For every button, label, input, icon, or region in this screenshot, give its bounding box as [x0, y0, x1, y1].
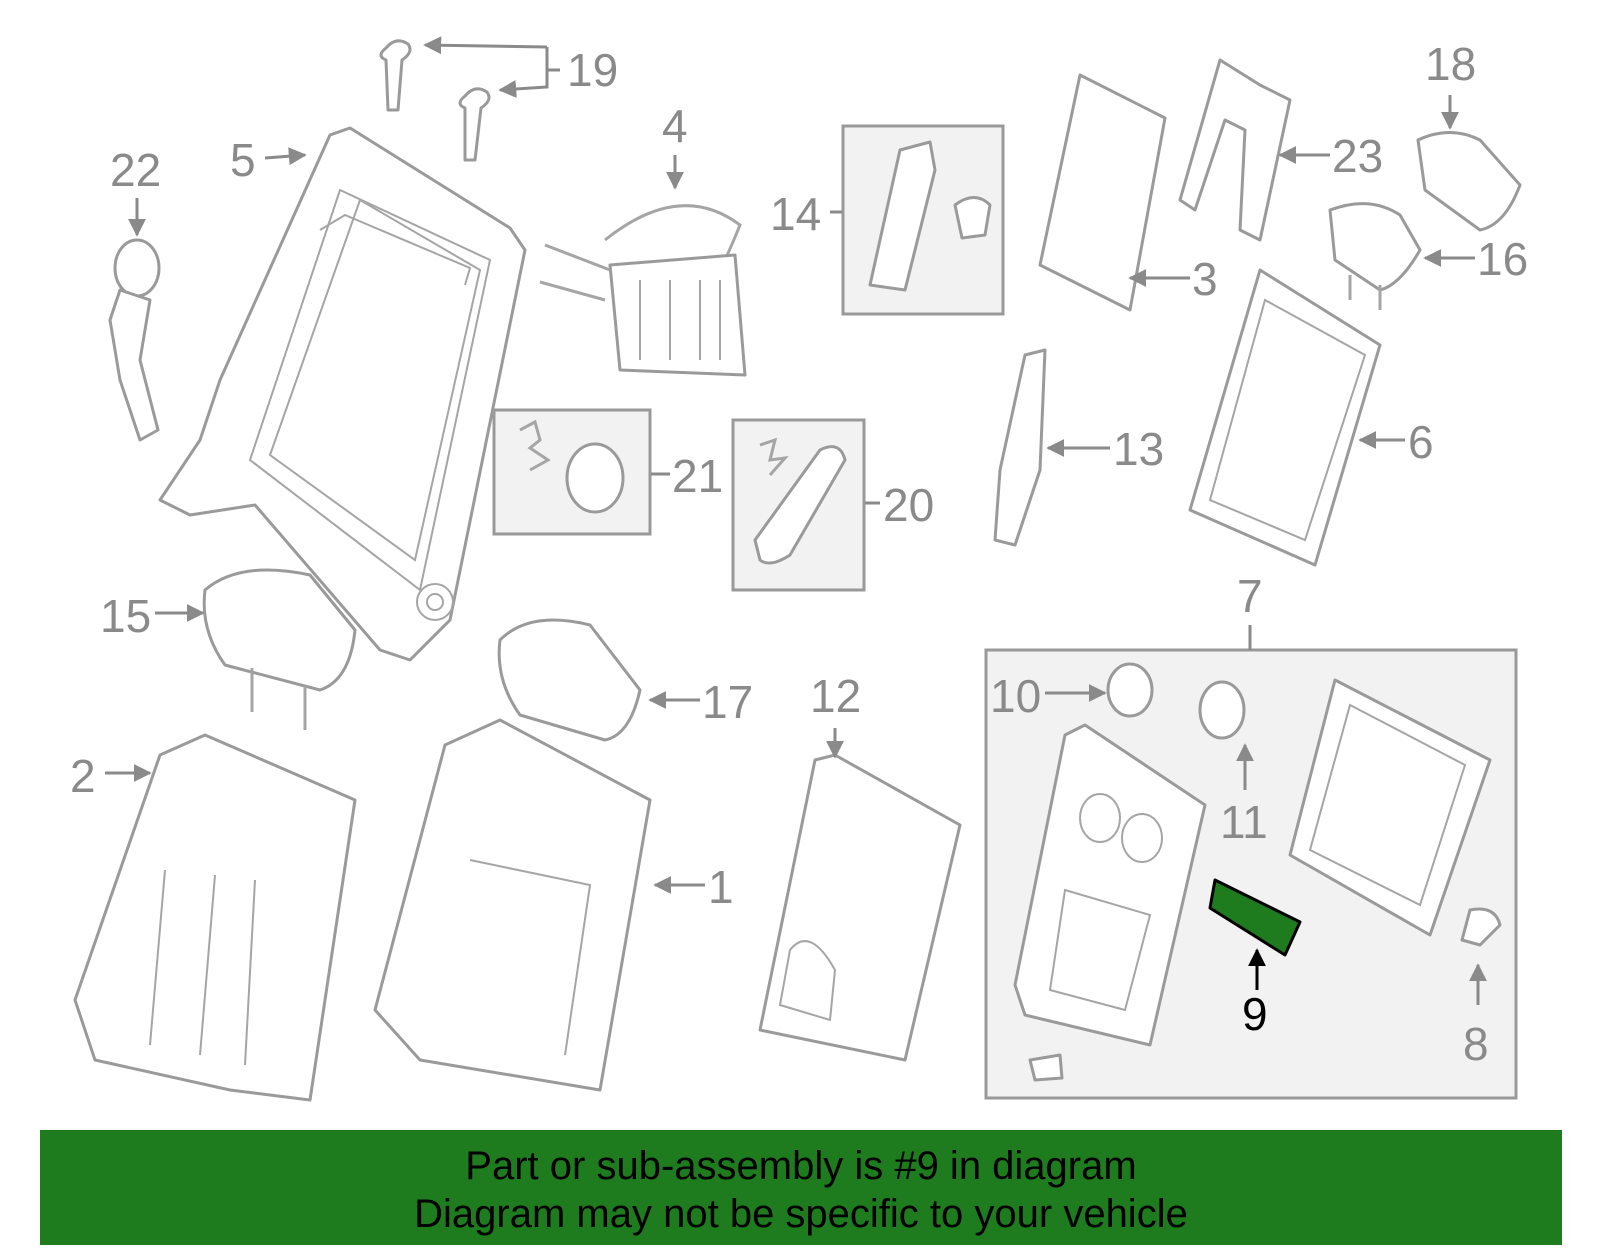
callout-5: 5	[230, 134, 256, 186]
callout-20: 20	[883, 479, 934, 531]
info-banner: Part or sub-assembly is #9 in diagram Di…	[40, 1130, 1562, 1245]
callout-17: 17	[702, 676, 753, 728]
part-23-pad	[1178, 58, 1292, 242]
part-3-board	[1038, 73, 1167, 312]
part-9-highlighted[interactable]	[1208, 878, 1302, 957]
box-7-corner-clip	[1028, 1053, 1064, 1082]
callout-7: 7	[1237, 570, 1263, 622]
callout-2: 2	[70, 750, 96, 802]
callout-10: 10	[990, 670, 1041, 722]
part-10-knob	[1106, 662, 1154, 718]
part-18-cap	[1416, 131, 1522, 232]
part-12-panel	[758, 753, 962, 1062]
part-16-headrest	[1328, 202, 1422, 310]
callout-18: 18	[1425, 38, 1476, 90]
callout-1: 1	[708, 861, 734, 913]
callout-21: 21	[672, 450, 723, 502]
banner-line-2: Diagram may not be specific to your vehi…	[414, 1192, 1188, 1236]
part-22-belt	[108, 238, 161, 442]
part-7-cover	[1288, 678, 1492, 937]
part-6-frame	[1188, 268, 1382, 567]
callout-16: 16	[1477, 233, 1528, 285]
part-11-knob	[1198, 680, 1246, 740]
part-21-clip-knob	[519, 419, 625, 514]
callout-22: 22	[110, 144, 161, 196]
callout-23: 23	[1332, 130, 1383, 182]
part-1-cover	[373, 718, 652, 1092]
callout-15: 15	[100, 590, 151, 642]
part-8-clip	[1460, 907, 1502, 947]
leader-lines	[105, 36, 1487, 1005]
part-17-headrest	[497, 618, 642, 742]
callout-11: 11	[1220, 796, 1268, 848]
part-13-bracket	[993, 348, 1047, 547]
part-15-headrest	[202, 568, 357, 730]
part-2-cover	[73, 733, 357, 1102]
callout-9[interactable]: 9	[1242, 988, 1268, 1040]
callout-labels: 19 5 4 22 14 3 23 18 16 13 6 21 20 7 15 …	[70, 38, 1528, 1070]
callout-6: 6	[1408, 416, 1434, 468]
banner-line-1: Part or sub-assembly is #9 in diagram	[465, 1144, 1137, 1188]
callout-8: 8	[1463, 1018, 1489, 1070]
part-20-handle	[753, 437, 847, 565]
part-5-frame	[158, 126, 527, 662]
part-4-lumbar	[539, 204, 747, 377]
callout-14: 14	[770, 188, 821, 240]
callout-4: 4	[662, 100, 688, 152]
part-19-pins	[379, 39, 491, 162]
part-7-back-panel	[1013, 723, 1207, 1047]
callout-12: 12	[810, 670, 861, 722]
part-14-trim	[868, 140, 992, 292]
callout-19: 19	[567, 44, 618, 96]
callout-3: 3	[1192, 253, 1218, 305]
callout-13: 13	[1113, 423, 1164, 475]
part-9-shape[interactable]	[1208, 878, 1302, 957]
